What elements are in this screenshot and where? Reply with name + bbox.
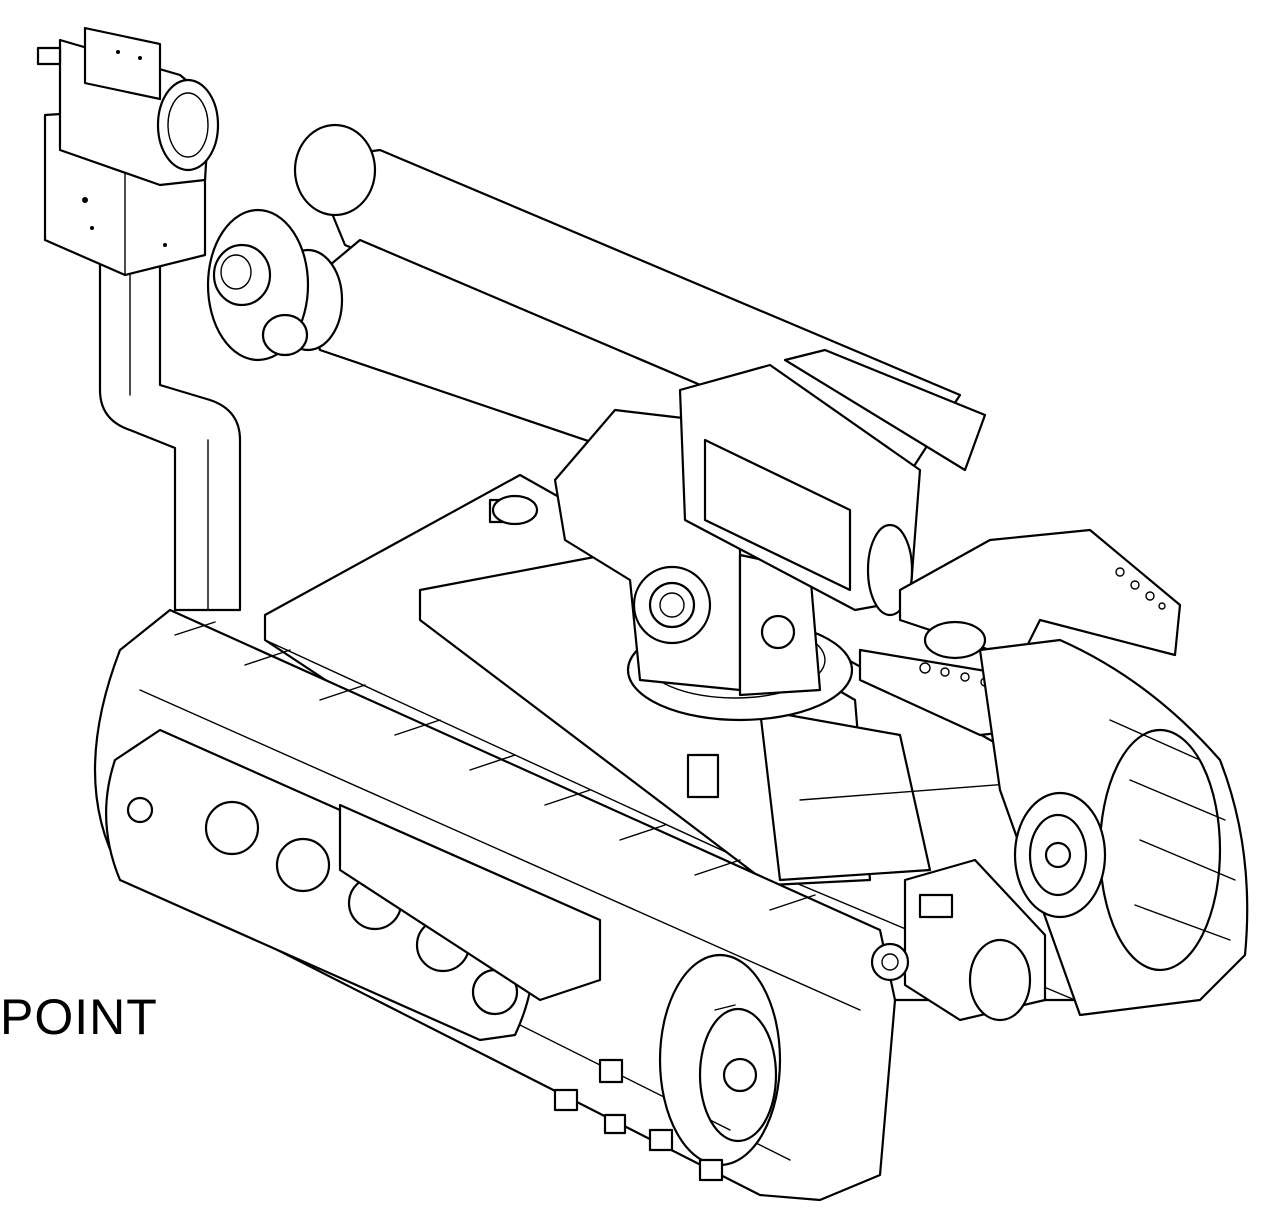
- lower-bogies: [553, 1058, 724, 1182]
- right-track: [978, 638, 1249, 1017]
- left-road-wheel: [658, 953, 782, 1167]
- camera-head: [36, 26, 220, 277]
- right-wheel-hub: [1013, 791, 1107, 919]
- battery-box: [338, 803, 602, 1002]
- chassis-body: [263, 473, 1077, 1002]
- elbow-joint: [206, 208, 310, 362]
- left-side-plate: [105, 728, 535, 1042]
- point-label: POINT: [0, 989, 158, 1045]
- front-pod: [870, 858, 1047, 1022]
